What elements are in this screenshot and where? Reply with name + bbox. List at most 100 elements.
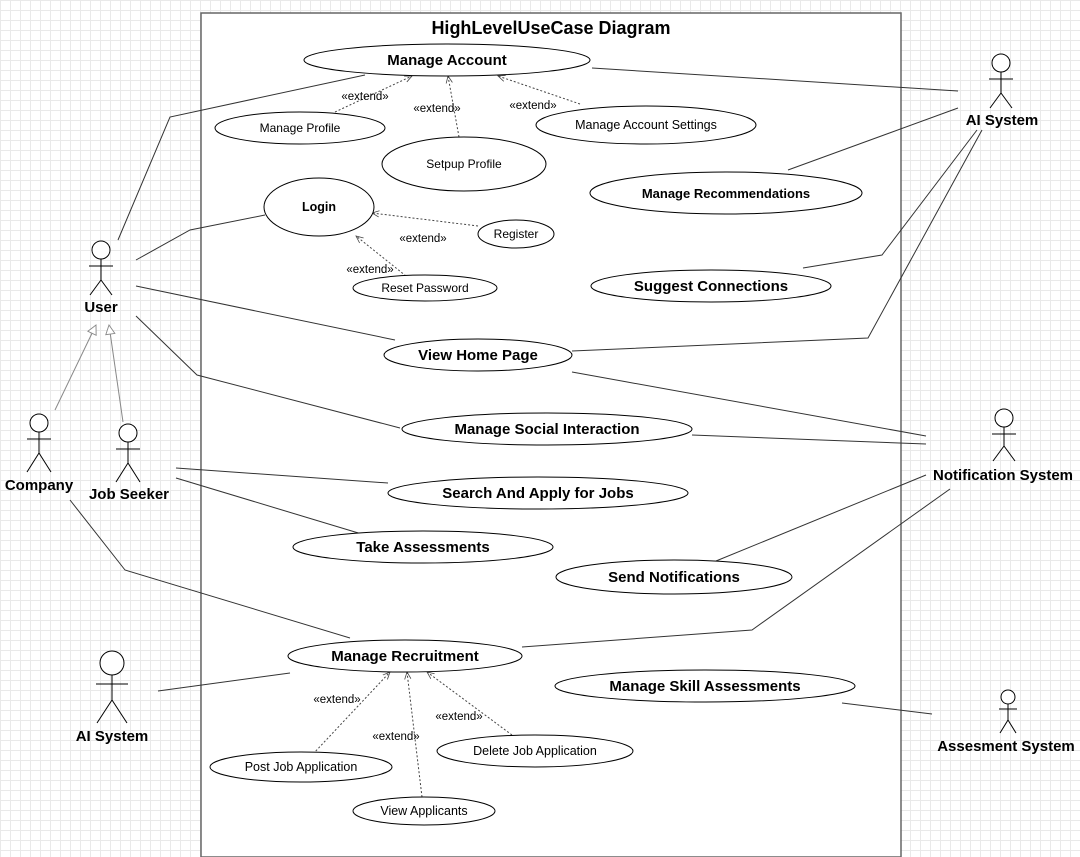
extend-label: «extend» — [372, 731, 419, 743]
extend-label: «extend» — [435, 711, 482, 723]
use-case-manage-account[interactable]: Manage Account — [303, 43, 591, 77]
use-case-label: Manage Skill Assessments — [609, 678, 800, 695]
gen-company-user — [54, 325, 96, 411]
stick-figure-icon — [26, 413, 52, 473]
use-case-label: Manage Recommendations — [642, 186, 810, 201]
assoc-user-view-home — [135, 285, 396, 341]
assoc-ai-right-account — [591, 67, 959, 92]
extend-reset-login — [356, 236, 407, 277]
use-case-label: Reset Password — [381, 281, 468, 295]
extend-view-recruitment — [407, 672, 423, 798]
use-case-label: Take Assessments — [356, 539, 489, 556]
stick-figure-icon — [989, 53, 1013, 109]
assoc-notification-send — [715, 474, 927, 562]
extend-label: «extend» — [509, 100, 556, 112]
stick-figure-icon — [89, 240, 113, 296]
use-cases: Manage Account Manage Profile Setpup Pro… — [209, 43, 863, 826]
use-case-label: Login — [302, 200, 336, 214]
assoc-user-manage-account — [117, 74, 366, 241]
use-case-label: Manage Account Settings — [575, 118, 717, 132]
actor-label: Job Seeker — [89, 486, 169, 503]
assoc-jobseeker-assessments — [175, 477, 366, 536]
assoc-jobseeker-search — [175, 467, 389, 484]
use-case-manage-social-interaction[interactable]: Manage Social Interaction — [401, 412, 693, 446]
actor-label: AI System — [76, 728, 149, 745]
actors: User Company Job Seeker — [5, 53, 1075, 755]
use-case-label: Register — [494, 227, 539, 241]
extends — [312, 76, 581, 798]
use-case-send-notifications[interactable]: Send Notifications — [555, 559, 793, 595]
extend-label: «extend» — [346, 264, 393, 276]
assoc-ai-right-recommendations — [787, 107, 959, 171]
assoc-ai-right-connections — [802, 129, 978, 269]
assoc-ai-left-recruitment — [157, 672, 291, 692]
use-case-label: Manage Profile — [260, 121, 341, 135]
actor-label: AI System — [966, 112, 1039, 129]
actor-label: User — [84, 299, 118, 316]
assoc-notification-social — [691, 434, 927, 445]
use-case-label: Search And Apply for Jobs — [442, 485, 633, 502]
use-case-register[interactable]: Register — [477, 219, 555, 249]
use-case-label: Post Job Application — [245, 760, 358, 774]
actor-label: Assesment System — [937, 738, 1075, 755]
extend-labels: «extend» «extend» «extend» «extend» «ext… — [313, 91, 556, 743]
use-case-post-job-application[interactable]: Post Job Application — [209, 751, 393, 783]
use-case-take-assessments[interactable]: Take Assessments — [292, 530, 554, 564]
use-case-view-home-page[interactable]: View Home Page — [383, 338, 573, 372]
assoc-company-recruitment — [69, 499, 351, 639]
use-case-search-and-apply[interactable]: Search And Apply for Jobs — [387, 476, 689, 510]
stick-figure-icon — [96, 650, 128, 724]
extend-label: «extend» — [341, 91, 388, 103]
extend-label: «extend» — [399, 233, 446, 245]
extend-settings-account — [498, 76, 581, 105]
use-case-label: Send Notifications — [608, 569, 740, 586]
extend-post-recruitment — [312, 672, 390, 755]
extend-label: «extend» — [413, 103, 460, 115]
assoc-user-login — [135, 214, 266, 261]
gen-jobseeker-user — [109, 325, 124, 423]
stick-figure-icon — [992, 408, 1016, 462]
use-case-suggest-connections[interactable]: Suggest Connections — [590, 269, 832, 303]
actor-label: Notification System — [933, 467, 1073, 484]
use-case-manage-recommendations[interactable]: Manage Recommendations — [589, 171, 863, 215]
extend-delete-recruitment — [427, 672, 513, 736]
actor-label: Company — [5, 477, 74, 494]
use-case-delete-job-application[interactable]: Delete Job Application — [436, 734, 634, 768]
stick-figure-icon — [999, 689, 1017, 734]
diagram-title: HighLevelUseCase Diagram — [431, 18, 670, 38]
use-case-login[interactable]: Login — [263, 177, 375, 237]
associations — [69, 67, 983, 715]
use-case-label: View Applicants — [380, 804, 467, 818]
actor-user[interactable]: User — [84, 240, 118, 316]
extend-label: «extend» — [313, 694, 360, 706]
assoc-user-social — [135, 315, 401, 429]
extend-register-login — [372, 213, 479, 227]
actor-notification-system[interactable]: Notification System — [933, 408, 1073, 484]
actor-ai-system-right[interactable]: AI System — [966, 53, 1039, 129]
use-case-label: Suggest Connections — [634, 278, 788, 295]
stick-figure-icon — [115, 423, 141, 483]
assoc-notification-home — [571, 371, 927, 437]
use-case-setup-profile[interactable]: Setpup Profile — [381, 136, 547, 192]
actor-company[interactable]: Company — [5, 413, 74, 494]
actor-job-seeker[interactable]: Job Seeker — [89, 423, 169, 503]
use-case-manage-profile[interactable]: Manage Profile — [214, 111, 386, 145]
actor-assessment-system[interactable]: Assesment System — [937, 689, 1075, 755]
use-case-manage-skill-assessments[interactable]: Manage Skill Assessments — [554, 669, 856, 703]
use-case-manage-account-settings[interactable]: Manage Account Settings — [535, 105, 757, 145]
use-case-label: View Home Page — [418, 347, 538, 364]
assoc-ai-right-home — [571, 129, 983, 352]
assoc-assessment-skill — [841, 702, 933, 715]
use-case-manage-recruitment[interactable]: Manage Recruitment — [287, 639, 523, 673]
assoc-notification-recruitment — [521, 488, 951, 648]
use-case-label: Delete Job Application — [473, 744, 597, 758]
use-case-label: Manage Social Interaction — [454, 421, 639, 438]
use-case-label: Manage Account — [387, 52, 506, 69]
generalizations — [54, 325, 124, 423]
use-case-reset-password[interactable]: Reset Password — [352, 274, 498, 302]
use-case-view-applicants[interactable]: View Applicants — [352, 796, 496, 826]
use-case-label: Setpup Profile — [426, 157, 502, 171]
use-case-label: Manage Recruitment — [331, 648, 479, 665]
actor-ai-system-left[interactable]: AI System — [76, 650, 149, 745]
